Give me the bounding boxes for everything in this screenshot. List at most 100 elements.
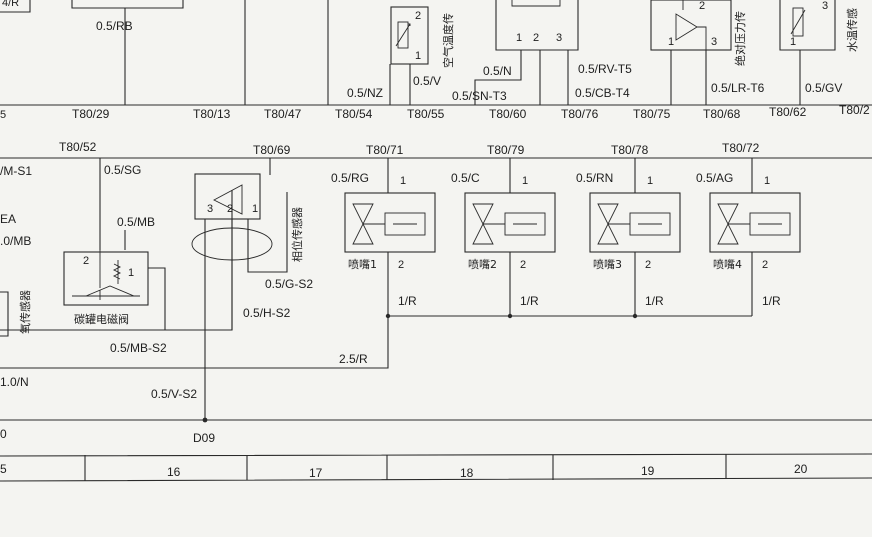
wire-ea: EA: [0, 212, 16, 226]
air-temp-sensor-label: 空气温度传: [441, 13, 455, 68]
water-temp-sensor-box: [779, 0, 836, 51]
injector-label: 喷嘴3: [593, 258, 622, 271]
column-18: 18: [460, 466, 474, 480]
ats-connector-box: [495, 0, 579, 51]
wire-rv-t5: 0.5/RV-T5: [578, 62, 632, 76]
terminal-t80-60: T80/60: [489, 107, 527, 121]
injector-pin-in: 1: [647, 175, 653, 187]
wire-main-r: 2.5/R: [339, 352, 368, 366]
wire-mb: 0.5/MB: [117, 215, 155, 229]
air-temp-sensor-box: [390, 6, 429, 65]
injector-box: [709, 192, 801, 253]
ground-d09: D09: [193, 431, 215, 445]
phase-pin-2: 2: [227, 203, 233, 215]
canister-pin-2: 2: [83, 255, 89, 267]
terminal-t80-78: T80/78: [611, 143, 649, 157]
injector-wire-out: 1/R: [645, 294, 664, 308]
injector-box: [344, 192, 436, 253]
injector-pin-out: 2: [398, 259, 404, 271]
wire-g-s2: 0.5/G-S2: [265, 277, 313, 291]
injector-valve-icon: [472, 203, 494, 245]
aps-pin-1: 1: [668, 36, 674, 48]
wire-v: 0.5/V: [413, 74, 441, 88]
wire-v-s2: 0.5/V-S2: [151, 387, 197, 401]
top-terminal-row: T80/29 T80/13 T80/47 T80/54 T80/55 T80/6…: [72, 103, 870, 121]
canister-valve-label: 碳罐电磁阀: [74, 312, 129, 326]
water-thermistor-icon: [792, 7, 804, 37]
injector-label: 喷嘴2: [468, 258, 497, 271]
solenoid-coil-icon: [99, 250, 122, 288]
terminal-t80-47: T80/47: [264, 107, 302, 121]
column-strip: 5 16 17 18 19 20: [0, 453, 872, 482]
injector-wire-in: 0.5/RN: [576, 171, 613, 185]
phase-sensor-label: 相位传感器: [290, 207, 304, 262]
column-15: 5: [0, 462, 7, 476]
wire-cb-t4: 0.5/CB-T4: [575, 86, 630, 100]
injector-wire-in: 0.5/AG: [696, 171, 733, 185]
column-16: 16: [167, 465, 181, 479]
terminal-t80-68: T80/68: [703, 107, 741, 121]
terminal-t80-79: T80/79: [487, 143, 525, 157]
canister-valve-box: [63, 251, 149, 306]
wire-sn-t3: 0.5/SN-T3: [452, 89, 507, 103]
injector-box: [464, 192, 556, 253]
wire-m-s1: /M-S1: [0, 164, 32, 178]
injector-pin-in: 1: [522, 175, 528, 187]
canister-valve: 0.5/SG 0.5/MB 2 1 碳罐电磁阀 0.5/MB-S2: [0, 158, 233, 355]
amplifier-icon: [675, 13, 698, 41]
ground-junction: [202, 417, 208, 423]
left-partial-label: 4/R: [2, 0, 19, 9]
oxygen-sensor-label: 氧传感器: [18, 290, 32, 334]
terminal-t80-69: T80/69: [253, 143, 291, 157]
terminal-t80-55: T80/55: [407, 107, 445, 121]
terminal-t80-52: T80/52: [59, 140, 97, 154]
phase-sensor: 3 2 1 相位传感器 0.5/G-S2 0.5/H-S2 0.5/V-S2: [151, 158, 313, 420]
wire-rb: 0.5/RB: [96, 19, 133, 33]
terminal-t80-54: T80/54: [335, 107, 373, 121]
ats-pin-2: 2: [533, 32, 539, 44]
injector-wire-out: 1/R: [762, 294, 781, 308]
injector-pin-out: 2: [520, 259, 526, 271]
thermistor-icon: [397, 21, 409, 49]
terminal-t80-75: T80/75: [633, 107, 671, 121]
wire-lr-t6: 0.5/LR-T6: [711, 81, 765, 95]
injector-valve-icon: [717, 203, 739, 245]
injector-label: 喷嘴1: [348, 258, 377, 271]
terminal-t80-13: T80/13: [193, 107, 231, 121]
wire-left-mb: .0/MB: [0, 234, 31, 248]
injector-label: 喷嘴4: [713, 258, 742, 271]
injector-pin-in: 1: [764, 175, 770, 187]
ats-pin-3: 3: [556, 32, 562, 44]
aps-pin-3: 3: [711, 36, 717, 48]
abs-pressure-sensor-box: [650, 0, 732, 51]
injector-pin-in: 1: [400, 175, 406, 187]
wts-pin-1: 1: [790, 36, 796, 48]
injector-coil-icon: [749, 212, 791, 236]
wire-sg: 0.5/SG: [104, 163, 141, 177]
injector-wire-in: 0.5/C: [451, 171, 480, 185]
terminal-t80-76: T80/76: [561, 107, 599, 121]
injector-coil-icon: [629, 212, 671, 236]
injector-wire-out: 1/R: [398, 294, 417, 308]
injector-2: 0.5/C 1 喷嘴2 2 1/R: [451, 158, 556, 316]
left-partial-bottom: 5: [0, 109, 6, 121]
injector-wire-out: 1/R: [520, 294, 539, 308]
terminal-t80-72: T80/72: [722, 141, 760, 155]
column-17: 17: [309, 466, 323, 480]
injector-box: [589, 192, 681, 253]
ats-pin-1: 1: [516, 32, 522, 44]
air-temp-pin-1: 1: [415, 50, 421, 62]
terminal-t80-71: T80/71: [366, 143, 404, 157]
mid-terminal-row: T80/52 T80/69 T80/71 T80/79 T80/78 T80/7…: [59, 140, 760, 157]
left-partial-components: /M-S1 EA .0/MB 氧传感器 1.0/N 0: [0, 164, 32, 441]
terminal-t80-62: T80/62: [769, 105, 807, 119]
hall-amplifier-icon: [213, 184, 243, 215]
air-temp-pin-2: 2: [415, 10, 421, 22]
injector-coil-icon: [384, 212, 426, 236]
water-temp-sensor-label: 水温传感: [846, 8, 859, 52]
main-power-wire: [0, 315, 752, 369]
wts-pin-3: 3: [822, 0, 828, 12]
